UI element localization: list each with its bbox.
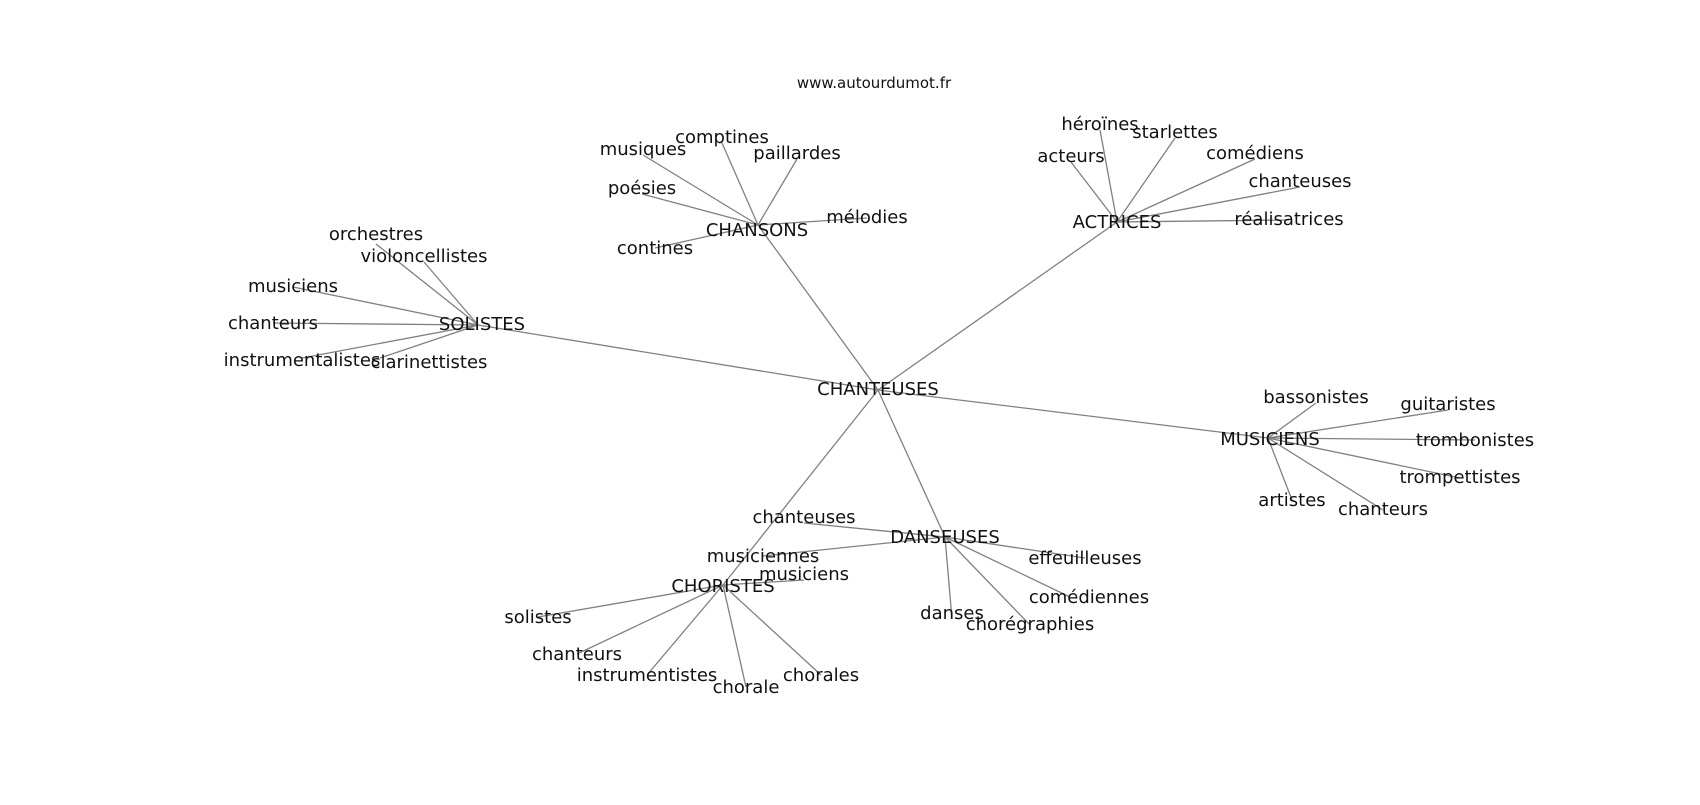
- edge-danseuses-leaf: [944, 536, 953, 620]
- edge-danseuses-leaf: [803, 522, 946, 538]
- leaf-node-solistes: violoncellistes: [361, 246, 488, 267]
- edge-choristes-leaf: [722, 584, 747, 688]
- edge-actrices-leaf: [1070, 161, 1118, 223]
- leaf-node-actrices: réalisatrices: [1234, 209, 1343, 230]
- leaf-node-danseuses: chanteuses: [752, 507, 855, 528]
- leaf-node-musiciens: guitaristes: [1400, 394, 1495, 415]
- graph-edges: [272, 129, 1476, 688]
- leaf-node-chansons: mélodies: [826, 207, 908, 228]
- edge-choristes-leaf: [537, 584, 724, 618]
- edge-choristes-leaf: [722, 584, 822, 676]
- edge-musiciens-leaf: [1267, 409, 1449, 439]
- edge-danseuses-leaf: [944, 536, 1086, 559]
- leaf-node-chansons: musiques: [600, 139, 687, 160]
- cluster-node-solistes: SOLISTES: [439, 314, 525, 335]
- cluster-node-actrices: ACTRICES: [1073, 212, 1162, 233]
- edge-center-danseuses: [877, 389, 946, 538]
- leaf-node-danseuses: chorégraphies: [966, 614, 1095, 635]
- edge-danseuses-leaf: [944, 536, 1071, 598]
- edge-center-actrices: [877, 221, 1118, 391]
- leaf-node-danseuses: danses: [920, 603, 984, 624]
- edge-chansons-leaf: [641, 193, 759, 226]
- leaf-node-musiciens: bassonistes: [1263, 387, 1369, 408]
- edge-actrices-leaf: [1116, 137, 1176, 223]
- edge-musiciens-leaf: [1267, 402, 1317, 439]
- leaf-node-chansons: contines: [617, 238, 693, 259]
- edge-choristes-leaf: [576, 584, 724, 655]
- leaf-node-actrices: acteurs: [1037, 146, 1104, 167]
- leaf-node-choristes: chorales: [783, 665, 859, 686]
- edge-chansons-leaf: [642, 154, 759, 226]
- leaf-node-choristes: solistes: [504, 607, 571, 628]
- leaf-node-actrices: comédiens: [1206, 143, 1304, 164]
- leaf-node-solistes: musiciens: [248, 276, 338, 297]
- leaf-node-solistes: orchestres: [329, 224, 423, 245]
- source-watermark: www.autourdumot.fr: [797, 74, 952, 92]
- edge-center-choristes: [722, 389, 879, 586]
- leaf-node-chansons: comptines: [675, 127, 769, 148]
- leaf-node-musiciens: trompettistes: [1399, 467, 1520, 488]
- leaf-node-chansons: poésies: [608, 178, 676, 199]
- cluster-node-chansons: CHANSONS: [706, 220, 808, 241]
- leaf-node-danseuses: effeuilleuses: [1028, 548, 1141, 569]
- edge-chansons-leaf: [654, 224, 759, 249]
- leaf-node-chansons: paillardes: [753, 143, 840, 164]
- edge-choristes-leaf: [646, 584, 724, 676]
- leaf-node-choristes: instrumentistes: [577, 665, 718, 686]
- edge-solistes-leaf: [379, 324, 479, 359]
- edge-center-solistes: [477, 324, 879, 391]
- edge-musiciens-leaf: [1267, 437, 1293, 501]
- edge-actrices-leaf: [1116, 219, 1290, 223]
- edge-musiciens-leaf: [1267, 437, 1476, 441]
- edge-actrices-leaf: [1099, 129, 1118, 223]
- edge-danseuses-leaf: [762, 536, 946, 557]
- leaf-node-musiciens: artistes: [1258, 490, 1325, 511]
- graph-labels: www.autourdumot.fr CHANTEUSES SOLISTES or…: [224, 74, 1535, 698]
- leaf-node-choristes: chanteurs: [532, 644, 622, 665]
- leaf-node-danseuses: musiciennes: [707, 546, 820, 567]
- leaf-node-actrices: héroïnes: [1061, 114, 1138, 135]
- leaf-node-musiciens: chanteurs: [1338, 499, 1428, 520]
- leaf-node-actrices: starlettes: [1132, 122, 1218, 143]
- leaf-node-choristes: chorale: [713, 677, 780, 698]
- leaf-node-choristes: musiciens: [759, 564, 849, 585]
- leaf-node-danseuses: comédiennes: [1029, 587, 1149, 608]
- cluster-node-musiciens: MUSICIENS: [1220, 429, 1320, 450]
- edge-choristes-leaf: [722, 579, 805, 586]
- edge-solistes-leaf: [375, 243, 479, 326]
- edge-musiciens-leaf: [1267, 437, 1461, 479]
- edge-center-musiciens: [877, 389, 1269, 439]
- edge-chansons-leaf: [757, 158, 798, 226]
- edge-chansons-leaf: [721, 142, 759, 226]
- leaf-node-musiciens: trombonistes: [1416, 430, 1534, 451]
- leaf-node-solistes: clarinettistes: [371, 352, 488, 373]
- edge-actrices-leaf: [1116, 186, 1301, 223]
- center-node-label: CHANTEUSES: [817, 379, 939, 400]
- edge-actrices-leaf: [1116, 158, 1256, 223]
- edge-solistes-leaf: [292, 286, 479, 326]
- edge-solistes-leaf: [301, 324, 479, 359]
- leaf-node-solistes: chanteurs: [228, 313, 318, 334]
- cluster-node-choristes: CHORISTES: [671, 576, 774, 597]
- edge-musiciens-leaf: [1267, 437, 1384, 511]
- edge-chansons-leaf: [757, 217, 868, 226]
- edge-solistes-leaf: [423, 261, 479, 326]
- edge-center-chansons: [757, 224, 879, 391]
- cluster-node-danseuses: DANSEUSES: [890, 527, 1000, 548]
- leaf-node-actrices: chanteuses: [1248, 171, 1351, 192]
- edge-danseuses-leaf: [944, 536, 1031, 626]
- edge-solistes-leaf: [272, 322, 479, 326]
- leaf-node-solistes: instrumentalistes: [224, 350, 381, 371]
